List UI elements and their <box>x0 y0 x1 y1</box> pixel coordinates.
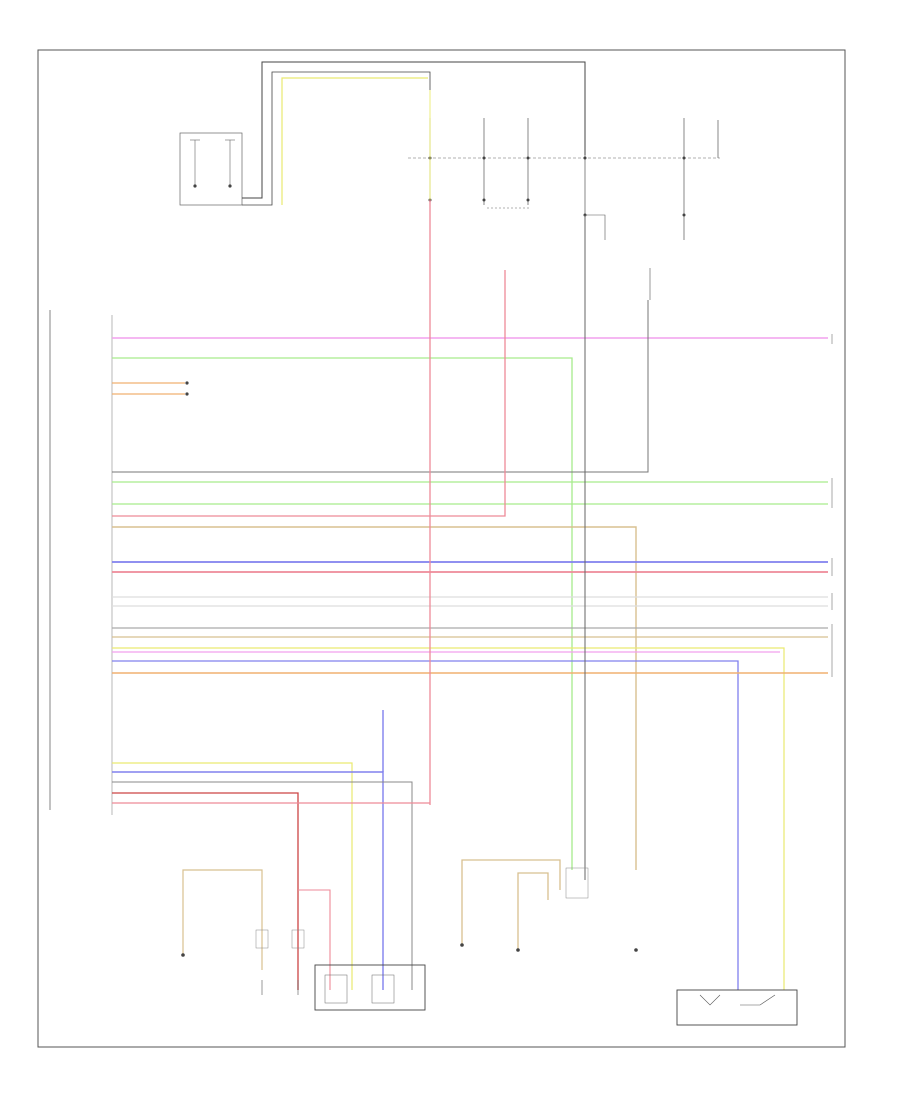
wire-tan-mid-2 <box>517 872 549 950</box>
connector-cluster <box>565 867 589 899</box>
sensor-component <box>261 980 299 995</box>
hvac-control-module-box <box>314 964 426 1011</box>
wire-blue-3 <box>112 771 384 990</box>
right-module-box <box>676 989 798 1026</box>
wire-red-5 <box>298 889 331 990</box>
horizontal-wires <box>112 270 828 990</box>
wire-red-3 <box>112 792 299 990</box>
wire-blue-2 <box>112 660 739 990</box>
wire-tan-1 <box>112 526 637 870</box>
top-left-module <box>179 132 243 206</box>
wire-yellow-top <box>281 77 428 205</box>
wire-gray-3 <box>112 781 413 990</box>
wire-green-1 <box>112 357 573 870</box>
sensor-terminal <box>181 953 185 957</box>
wire-tan-mid <box>461 859 561 945</box>
wire-black-2 <box>242 71 431 206</box>
wire-yellow-1 <box>112 647 785 990</box>
module-outline <box>179 132 243 206</box>
wire-tan-sensor <box>182 869 263 970</box>
lower-harness <box>112 710 430 990</box>
hvac-module-pins <box>49 310 113 815</box>
wire-red-1 <box>112 270 506 517</box>
connector <box>291 929 305 949</box>
wire-yellow-2 <box>112 762 353 990</box>
fuse-block <box>428 118 719 300</box>
wire-black-top <box>242 61 586 199</box>
connector <box>255 929 269 949</box>
diagram-frame <box>37 49 846 1048</box>
wire-gray-1 <box>112 300 649 473</box>
